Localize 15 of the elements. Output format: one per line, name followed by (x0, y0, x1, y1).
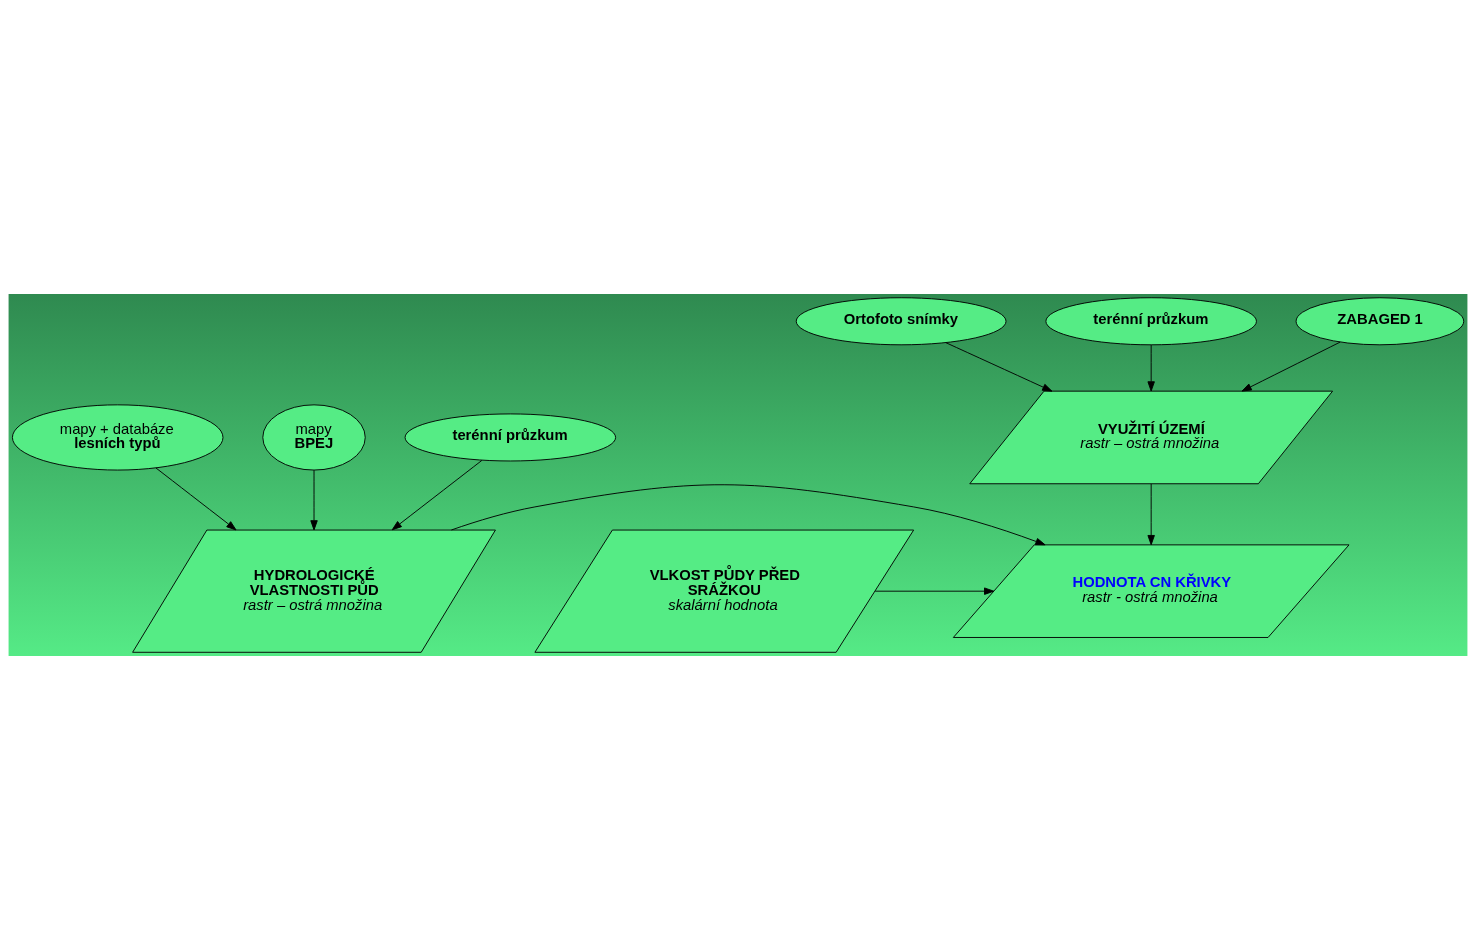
node-ellipse: terénní průzkum (404, 413, 617, 462)
arrow (310, 469, 318, 531)
arrow (1241, 341, 1341, 392)
node-ellipse: terénní průzkum (1045, 297, 1257, 346)
arrow (945, 342, 1053, 392)
arrow (391, 460, 483, 531)
arrow (1147, 344, 1155, 392)
node-ellipse: mapy + databáze lesních typů (11, 404, 224, 471)
arrow (874, 587, 995, 595)
node-ellipse: Ortofoto snímky (795, 297, 1007, 346)
node-ellipse: mapy BPEJ (262, 404, 366, 471)
arrow (155, 467, 237, 531)
arrow (1147, 483, 1155, 546)
arrow (450, 484, 1046, 546)
node-ellipse: ZABAGED 1 (1295, 297, 1465, 346)
